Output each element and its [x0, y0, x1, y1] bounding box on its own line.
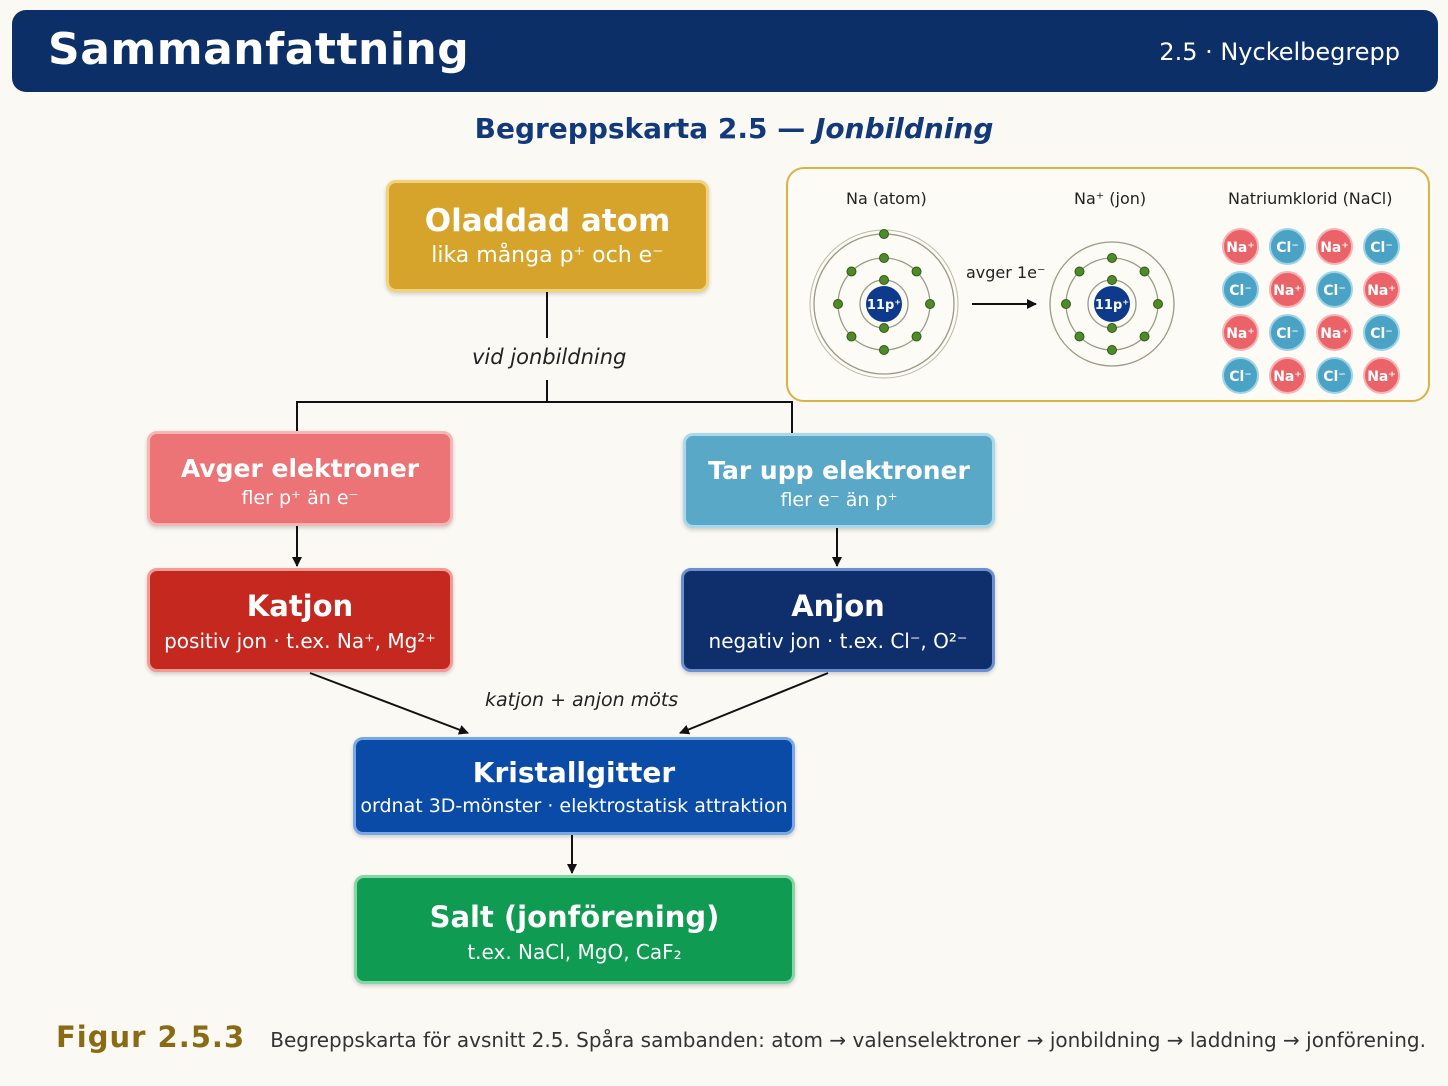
na-ion-ball: Na⁺ [1363, 271, 1400, 308]
na-ion-label: Na⁺ (jon) [1074, 189, 1147, 208]
na-ion-electron [1074, 331, 1085, 342]
na-atom-electron [911, 331, 922, 342]
node-subtitle: lika många p⁺ och e⁻ [431, 243, 664, 268]
na-atom-electron [925, 299, 935, 309]
figure-caption: Figur 2.5.3 Begreppskarta för avsnitt 2.… [56, 1020, 1426, 1054]
na-ion-nucleus [1094, 286, 1130, 322]
na-atom-electron [879, 345, 889, 355]
na-atom-electron [879, 253, 889, 263]
node-kristallgitter: Kristallgitter ordnat 3D-mönster · elekt… [353, 737, 795, 835]
na-atom-electron [833, 299, 843, 309]
concept-map-title: Begreppskarta 2.5 — Jonbildning [0, 112, 1448, 145]
avger-electron-label: avger 1e⁻ [966, 263, 1046, 282]
cl-ion-ball: Cl⁻ [1222, 357, 1259, 394]
node-title: Avger elektroner [180, 454, 420, 483]
sodium-illustration-panel: Na (atom) Na⁺ (jon) Natriumklorid (NaCl)… [786, 167, 1430, 402]
na-atom-nucleus-label: 11p⁺ [867, 298, 901, 313]
arrow-anjon-kristall [679, 672, 829, 735]
figure-caption-text: Begreppskarta för avsnitt 2.5. Spåra sam… [270, 1028, 1426, 1052]
page-title: Sammanfattning [48, 24, 470, 75]
page-header: Sammanfattning 2.5 · Nyckelbegrepp [12, 10, 1438, 92]
na-atom-nucleus [866, 286, 902, 322]
na-ion-electron [1153, 299, 1163, 309]
node-subtitle: positiv jon · t.ex. Na⁺, Mg²⁺ [164, 629, 436, 653]
section-label: 2.5 · Nyckelbegrepp [1159, 38, 1400, 66]
edge-label-katjon-anjon-moets: katjon + anjon möts [485, 689, 679, 711]
atom-diagrams: 11p⁺ 11p⁺ [809, 229, 1175, 379]
na-atom-electron [846, 266, 857, 277]
na-ion-ball: Na⁺ [1316, 314, 1353, 351]
na-ion-electron [1061, 299, 1071, 309]
node-title: Anjon [791, 589, 885, 623]
na-ion-electron [1107, 275, 1117, 285]
na-atom-electron [846, 331, 857, 342]
node-subtitle: fler e⁻ än p⁺ [780, 489, 898, 511]
na-ion-electron [1139, 331, 1150, 342]
figure-number: Figur 2.5.3 [56, 1020, 246, 1054]
arrow-katjon-kristall [309, 672, 469, 735]
na-atom-electron [879, 323, 889, 333]
na-atom-electron [879, 229, 889, 239]
cl-ion-ball: Cl⁻ [1269, 314, 1306, 351]
na-ion-outer-ring [1049, 241, 1175, 367]
cl-ion-ball: Cl⁻ [1269, 228, 1306, 265]
na-ion-ball: Na⁺ [1363, 357, 1400, 394]
na-ion-ball: Na⁺ [1222, 314, 1259, 351]
na-ion-electron [1139, 266, 1150, 277]
cl-ion-ball: Cl⁻ [1222, 271, 1259, 308]
na-atom-electron [879, 275, 889, 285]
connector-branch [296, 401, 793, 433]
concept-map-title-main: Begreppskarta 2.5 — [474, 112, 806, 145]
concept-map-title-topic: Jonbildning [815, 112, 994, 145]
cl-ion-ball: Cl⁻ [1363, 314, 1400, 351]
node-avger-elektroner: Avger elektroner fler p⁺ än e⁻ [147, 431, 453, 526]
na-ion-electron [1107, 323, 1117, 333]
node-anjon: Anjon negativ jon · t.ex. Cl⁻, O²⁻ [681, 568, 995, 672]
na-ion-ball: Na⁺ [1222, 228, 1259, 265]
na-ion-ball: Na⁺ [1269, 357, 1306, 394]
node-title: Tar upp elektroner [708, 456, 970, 485]
cl-ion-ball: Cl⁻ [1316, 271, 1353, 308]
cl-ion-ball: Cl⁻ [1363, 228, 1400, 265]
nacl-label: Natriumklorid (NaCl) [1228, 189, 1393, 208]
node-subtitle: t.ex. NaCl, MgO, CaF₂ [467, 940, 682, 964]
na-ion-ball: Na⁺ [1269, 271, 1306, 308]
na-ion-nucleus-label: 11p⁺ [1095, 298, 1129, 313]
cl-ion-ball: Cl⁻ [1316, 357, 1353, 394]
node-title: Oladdad atom [424, 203, 671, 239]
node-subtitle: fler p⁺ än e⁻ [241, 487, 359, 509]
node-title: Kristallgitter [472, 756, 676, 789]
node-tar-upp-elektroner: Tar upp elektroner fler e⁻ än p⁺ [683, 433, 995, 528]
node-oladdad-atom: Oladdad atom lika många p⁺ och e⁻ [386, 180, 709, 292]
na-ion-ball: Na⁺ [1316, 228, 1353, 265]
na-atom-label: Na (atom) [846, 189, 927, 208]
node-katjon: Katjon positiv jon · t.ex. Na⁺, Mg²⁺ [147, 568, 453, 672]
na-ion-electron [1074, 266, 1085, 277]
na-atom-electron [911, 266, 922, 277]
node-title: Salt (jonförening) [429, 900, 720, 934]
edge-label-vid-jonbildning: vid jonbildning [472, 345, 627, 369]
na-ion-electron [1107, 253, 1117, 263]
na-ion-electron [1107, 345, 1117, 355]
node-subtitle: ordnat 3D-mönster · elektrostatisk attra… [360, 795, 788, 817]
node-subtitle: negativ jon · t.ex. Cl⁻, O²⁻ [708, 629, 968, 653]
node-salt: Salt (jonförening) t.ex. NaCl, MgO, CaF₂ [354, 875, 795, 984]
node-title: Katjon [246, 589, 354, 623]
